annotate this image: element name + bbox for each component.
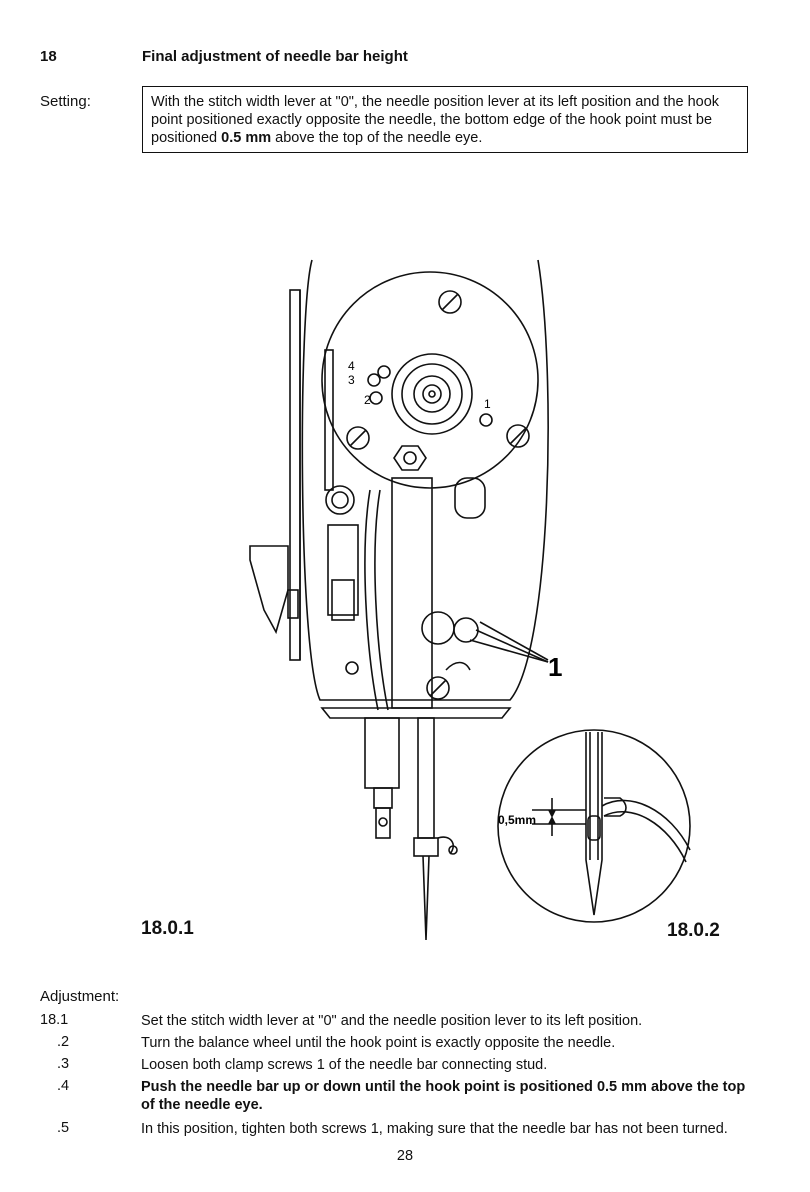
section-title: Final adjustment of needle bar height — [142, 48, 408, 65]
section-number: 18 — [40, 48, 57, 65]
setting-text-start: With the stitch width lever at "0", the … — [151, 94, 720, 146]
setting-box: With the stitch width lever at "0", the … — [142, 86, 748, 153]
setting-text-end: above the top of the needle eye. — [271, 130, 483, 146]
step-text: Push the needle bar up or down until the… — [141, 1079, 746, 1113]
step-text: Loosen both clamp screws 1 of the needle… — [141, 1057, 548, 1073]
page-number: 28 — [396, 1148, 414, 1164]
setting-text-bold: 0.5 mm — [221, 130, 272, 146]
hole-label-3: 3 — [348, 373, 355, 387]
step-number: 18.1 — [40, 1012, 69, 1028]
step-text: Set the stitch width lever at "0" and th… — [141, 1013, 643, 1029]
setting-label: Setting: — [40, 93, 91, 110]
detail-measure: 0,5mm — [498, 813, 536, 827]
hole-label-4: 4 — [348, 359, 355, 373]
technical-drawing: 4 3 2 1 1 0,5mm — [249, 259, 691, 941]
hole-label-1: 1 — [484, 397, 491, 411]
figure-label-left: 18.0.1 — [141, 918, 194, 939]
adjustment-label: Adjustment: — [40, 988, 120, 1005]
step-number: .4 — [57, 1078, 70, 1094]
step-number: .2 — [57, 1034, 70, 1050]
step-number: .5 — [57, 1120, 70, 1136]
step-number: .3 — [57, 1056, 70, 1072]
step-text: Turn the balance wheel until the hook po… — [141, 1035, 616, 1051]
figure-label-right: 18.0.2 — [667, 920, 720, 941]
hole-label-2: 2 — [364, 393, 371, 407]
callout-number: 1 — [548, 652, 562, 682]
step-text: In this position, tighten both screws 1,… — [141, 1121, 728, 1137]
